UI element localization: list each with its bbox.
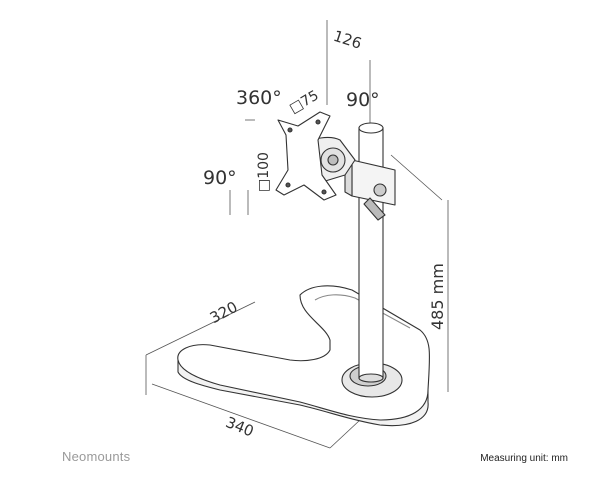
label-tilt-left: 90°	[203, 167, 237, 189]
label-height: 485 mm	[428, 263, 447, 330]
label-vesa-large: □100	[256, 152, 272, 192]
label-vesa-small: □75	[287, 88, 322, 117]
dimension-lines	[145, 20, 449, 449]
stand-column	[358, 122, 384, 383]
label-tilt-right: 90°	[346, 89, 380, 111]
label-depth-offset: 126	[331, 27, 364, 53]
label-base-width: 340	[223, 413, 256, 440]
label-rotation: 360°	[236, 87, 282, 109]
label-base-depth: 320	[207, 298, 241, 327]
vesa-plate	[275, 111, 337, 201]
brand-logo-text: Neomounts	[62, 449, 131, 464]
column-clamp	[344, 157, 396, 221]
measuring-unit-note: Measuring unit: mm	[480, 453, 568, 464]
